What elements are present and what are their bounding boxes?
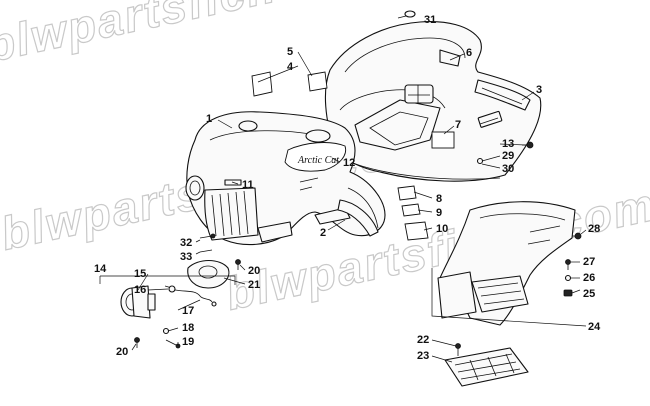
callout-25: 25 [583, 288, 595, 300]
callout-28: 28 [588, 223, 600, 235]
callout-16: 16 [134, 284, 146, 296]
callout-30: 30 [502, 163, 514, 175]
decal-left [251, 71, 273, 97]
callout-32: 32 [180, 237, 192, 249]
washer-26 [564, 274, 572, 282]
nut-25 [563, 289, 573, 297]
callout-20-lower: 20 [116, 346, 128, 358]
callout-2: 2 [320, 227, 326, 239]
wire-harness-17 [174, 289, 213, 303]
callout-7: 7 [455, 119, 461, 131]
callout-22: 22 [417, 334, 429, 346]
bracket-24 [431, 268, 587, 327]
callout-19: 19 [182, 336, 194, 348]
decal-right [307, 71, 328, 92]
bolt-28 [572, 232, 582, 240]
callout-9: 9 [436, 207, 442, 219]
grommet-18 [162, 327, 170, 335]
bracket-14 [100, 275, 236, 285]
callout-5: 5 [287, 46, 293, 58]
callout-17: 17 [182, 305, 194, 317]
plug [404, 10, 416, 18]
screw-27 [565, 259, 571, 270]
callout-31: 31 [424, 14, 436, 26]
callout-18: 18 [182, 322, 194, 334]
bolt-22 [455, 343, 461, 356]
callout-8: 8 [436, 193, 442, 205]
callout-23: 23 [417, 350, 429, 362]
bulb [168, 285, 176, 293]
callout-13: 13 [502, 138, 514, 150]
callout-labels: 1 2 3 4 5 6 7 8 9 10 11 12 13 14 15 16 1… [94, 14, 601, 362]
fender-flare [337, 199, 379, 237]
callout-15: 15 [134, 268, 146, 280]
decal-8 [397, 185, 417, 201]
callout-11: 11 [242, 179, 254, 191]
pin-32 [199, 233, 216, 239]
callout-21: 21 [248, 279, 260, 291]
arctic-cat-logo: Arctic Cat [297, 155, 339, 166]
callout-14: 14 [94, 263, 107, 275]
callout-27: 27 [583, 256, 595, 268]
callout-33: 33 [180, 251, 192, 263]
washer-29 [476, 157, 484, 165]
clip-19 [165, 339, 181, 349]
decal-9 [401, 203, 421, 217]
front-body-fender: Arctic Cat [185, 111, 386, 246]
callout-4: 4 [287, 61, 294, 73]
screw-20-upper [235, 259, 241, 270]
decal-10 [404, 221, 429, 241]
callout-20-upper: 20 [248, 265, 260, 277]
callout-1: 1 [206, 113, 212, 125]
callout-29: 29 [502, 150, 514, 162]
screw-20-lower [134, 337, 140, 348]
callout-24: 24 [588, 321, 601, 333]
leader-lines [131, 15, 587, 363]
footrest [444, 347, 529, 387]
footwell-floorboard [437, 201, 576, 326]
pin-33 [199, 249, 213, 253]
callout-6: 6 [466, 47, 472, 59]
callout-3: 3 [536, 84, 542, 96]
callout-10: 10 [436, 223, 448, 235]
headlight-assembly [120, 285, 156, 319]
callout-12: 12 [343, 157, 355, 169]
wire-connector [211, 301, 217, 307]
headlight-housing [187, 259, 230, 289]
callout-26: 26 [583, 272, 595, 284]
